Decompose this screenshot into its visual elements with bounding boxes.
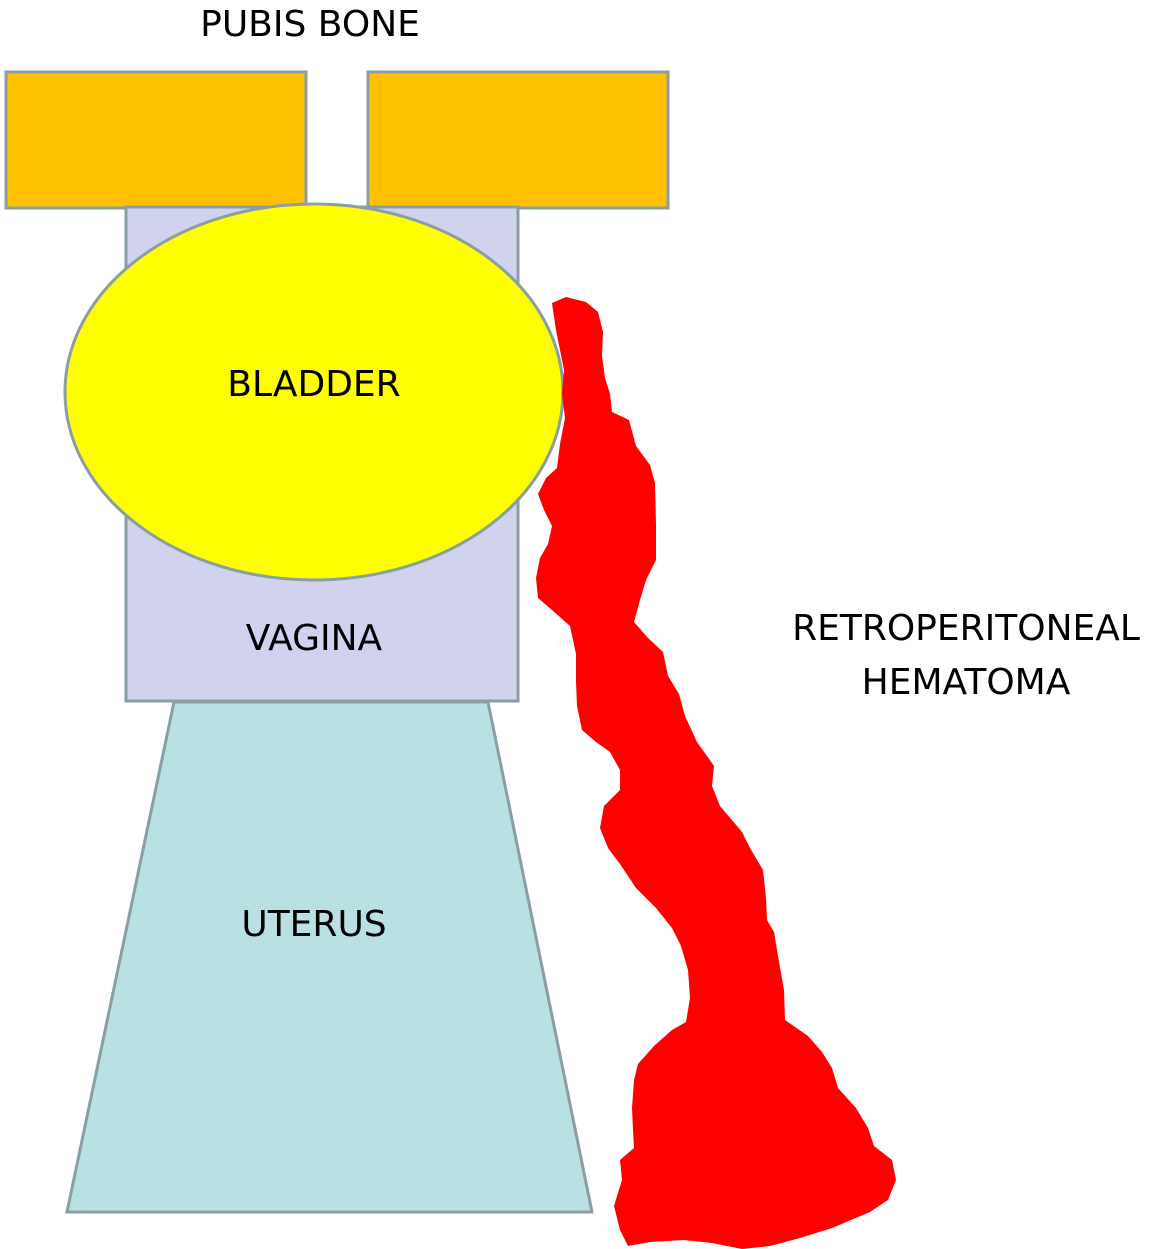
hematoma-label-line1: RETROPERITONEAL	[792, 608, 1140, 649]
bladder-label: BLADDER	[227, 364, 400, 405]
pubis-bone-right	[368, 72, 668, 208]
hematoma-label-line2: HEMATOMA	[862, 662, 1071, 703]
hematoma-shape	[536, 297, 896, 1249]
uterus-shape	[67, 702, 592, 1212]
vagina-label: VAGINA	[246, 618, 383, 659]
pubis-bone-left	[6, 72, 306, 208]
uterus-label: UTERUS	[241, 904, 386, 945]
pubis-bone-label: PUBIS BONE	[200, 4, 420, 45]
